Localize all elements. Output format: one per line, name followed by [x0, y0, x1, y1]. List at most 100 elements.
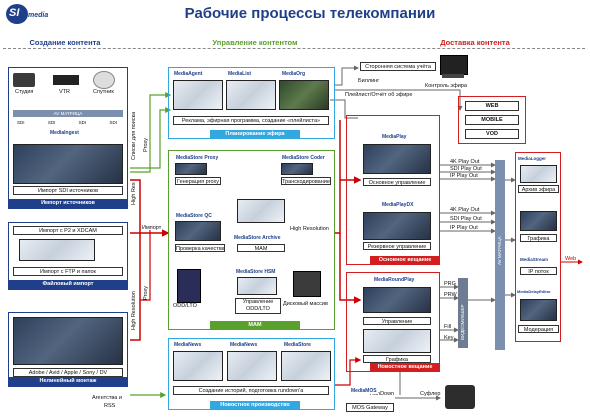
sdi-inputs: SDI SDI SDI SDI: [17, 120, 117, 125]
vtr-deck-icon: [53, 75, 79, 85]
playout-backup-label: Резервное управление: [363, 242, 431, 250]
key-label: Key: [444, 335, 454, 341]
news-broadcast-panel: MediaRoundPlay Управление Графика: [346, 272, 440, 372]
target-mobile[interactable]: MOBILE: [465, 115, 519, 125]
mediaagent-logo: MediaAgent: [173, 71, 204, 77]
news-panel: MediaNews MediaNews MediaStore Создание …: [168, 338, 335, 410]
editing-caption: Adobe / Avid / Apple / Sony / DV: [13, 368, 123, 377]
page-title: Рабочие процессы телекомпании: [184, 5, 436, 22]
lto-library-icon: [177, 269, 201, 303]
news-graphics-label: Графика: [363, 355, 431, 363]
mam-panel: MediaStore Proxy MediaStore Coder Генера…: [168, 150, 335, 330]
editing-screenshot[interactable]: [13, 317, 123, 365]
play-out-backup: 4K Play Out: [450, 207, 480, 213]
prompter-label: Суфлер: [420, 391, 441, 397]
planning-screen-1[interactable]: [173, 80, 223, 110]
logo-sub: media: [28, 12, 49, 19]
planning-screen-2[interactable]: [226, 80, 276, 110]
target-web[interactable]: WEB: [465, 101, 519, 111]
playout-main-screen[interactable]: [363, 144, 431, 174]
coder-product-logo: MediaStore Coder: [281, 155, 326, 161]
sdi-input: SDI: [47, 120, 56, 125]
delivery-graphics-label: Графика: [520, 234, 557, 242]
studio-camera-icon: [13, 73, 35, 87]
news-graphics-screen[interactable]: [363, 329, 431, 353]
coder-screen[interactable]: [281, 163, 313, 175]
studio-label: Студия: [15, 89, 34, 95]
header-divider: [3, 48, 585, 49]
moderation-label: Модерация: [518, 325, 559, 333]
high-resolution-mam-label: High Resolution: [290, 226, 329, 232]
news-screen-1[interactable]: [173, 351, 223, 381]
news-screen-3[interactable]: [281, 351, 331, 381]
play-out-main: IP Play Out: [450, 173, 478, 179]
graphics-screen[interactable]: [520, 211, 557, 231]
disk-array-label: Дисковый массив: [283, 301, 328, 307]
video-mixer-bar: [458, 278, 468, 348]
mam-bar: МАМ: [210, 321, 300, 330]
news-broadcast-bar: Новостное вещание: [370, 363, 440, 372]
prg-label: PRG: [444, 281, 456, 287]
control-label: Контроль эфира: [425, 83, 467, 89]
ip-stream-label: IP поток: [520, 267, 557, 275]
news-product-logo-1: MediaNews: [173, 342, 203, 348]
mam-screen[interactable]: [237, 199, 285, 223]
sdi-import-label: Импорт SDI источников: [13, 186, 123, 195]
play-out-main: SDI Play Out: [450, 166, 482, 172]
disk-array-icon: [293, 271, 321, 297]
sdi-input: SDI: [78, 120, 87, 125]
file-import-screenshot[interactable]: [19, 239, 95, 261]
news-bar: Новостное производство: [210, 401, 300, 410]
news-screen-2[interactable]: [227, 351, 277, 381]
accounting-label: Сторонняя система учёта: [360, 62, 436, 71]
proxy-screen[interactable]: [175, 163, 207, 175]
high-res-label: High Res: [131, 182, 137, 205]
prw-label: PRW: [444, 292, 457, 298]
section-delivery: Доставка контента: [440, 38, 510, 47]
p2-import-label: Импорт с P2 и XDCAM: [13, 226, 123, 235]
news-broadcast-screen[interactable]: [363, 287, 431, 313]
playout-panel: MediaPlay Основное управление MediaPlayD…: [346, 115, 440, 265]
playout-backup-screen[interactable]: [363, 212, 431, 240]
qc-label: Проверка качества: [175, 244, 225, 252]
mediastream-logo: MediaStream: [519, 257, 550, 262]
proxy-left-label: Proxy: [143, 285, 149, 300]
ingest-panel: Студия VTR Спутник AV МАТРИЦА SDI SDI SD…: [8, 67, 128, 209]
section-creation: Создание контента: [29, 38, 101, 47]
prompter-icon: [445, 385, 475, 409]
odd-label: ODD/LTO: [173, 303, 197, 309]
rss-label: RSS: [104, 403, 116, 409]
planning-screen-3[interactable]: [279, 80, 329, 110]
transcode-label: Транскодирование: [281, 177, 331, 185]
fill-label: Fill: [444, 324, 452, 330]
medialist-logo: MediaList: [227, 71, 253, 77]
mediamos-logo: MediaMOS: [350, 388, 378, 394]
mam-label: МАМ: [237, 244, 285, 252]
lists-label: Списки для поиска: [131, 111, 137, 160]
ingest-screenshot[interactable]: [13, 144, 123, 184]
proxy-gen-label: Генерация proxy: [175, 177, 221, 185]
logger-screen[interactable]: [520, 165, 557, 183]
hsm-product-logo: MediaStore HSM: [235, 269, 277, 275]
logo-brand: SI: [9, 7, 20, 19]
mediaplaydx-logo: MediaPlayDX: [381, 202, 415, 208]
target-vod[interactable]: VOD: [465, 129, 519, 139]
mediaorg-logo: MediaOrg: [281, 71, 307, 77]
targets-panel: WEB MOBILE VOD: [458, 96, 526, 144]
import-label: Импорт: [142, 225, 162, 231]
hsm-screen[interactable]: [237, 277, 277, 295]
archive-product-logo: MediaStore Archive: [233, 235, 282, 241]
news-caption: Создание историй, подготовка rundown'а: [173, 386, 329, 395]
sdi-input: SDI: [109, 120, 117, 125]
mediadelayeditor-logo: MediaDelayEditor: [516, 289, 552, 294]
play-out-backup: SDI Play Out: [450, 216, 482, 222]
qc-product-logo: MediaStore QC: [175, 213, 213, 219]
editing-panel: Adobe / Avid / Apple / Sony / DV: [8, 312, 128, 387]
news-control-label: Управление: [363, 317, 431, 325]
agencies-label: Агентства и: [92, 395, 122, 401]
qc-screen[interactable]: [175, 221, 221, 241]
planning-caption: Реклама, эфирная программа, создание «пл…: [173, 116, 329, 125]
sdi-input: SDI: [17, 120, 25, 125]
delay-editor-screen[interactable]: [520, 299, 557, 321]
